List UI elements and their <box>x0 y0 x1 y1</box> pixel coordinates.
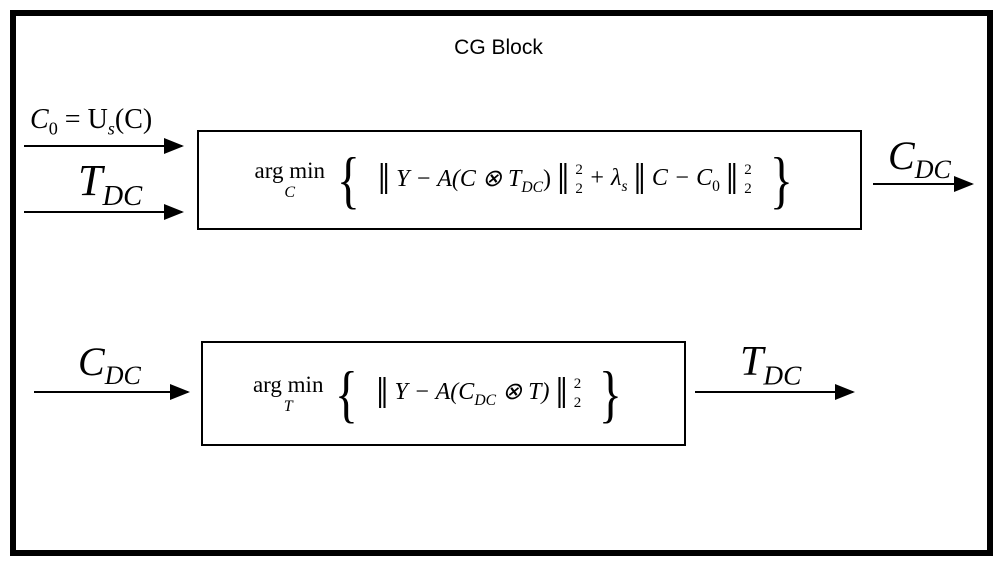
argmin-t: arg min T <box>252 371 324 415</box>
norm-bar: ‖ <box>725 155 739 204</box>
reg-weight: + λs <box>588 164 628 195</box>
norm-bar: ‖ <box>556 155 570 204</box>
left-brace: { <box>335 357 359 429</box>
label-cdc-output: CDC <box>888 133 951 184</box>
diagram-title: CG Block <box>454 36 543 59</box>
label-cdc-input: CDC <box>78 339 141 390</box>
reg-term: C − C0 <box>651 164 720 195</box>
right-brace: } <box>769 144 793 215</box>
diagram-frame <box>10 10 993 556</box>
norm-bar: ‖ <box>377 155 391 204</box>
label-tdc-output: TDC <box>740 339 802 391</box>
norm-bar: ‖ <box>376 368 389 418</box>
argmin-c: arg min C <box>254 158 325 201</box>
left-brace: { <box>336 144 360 215</box>
label-tdc-input: TDC <box>78 156 143 212</box>
norm-bar: ‖ <box>633 155 646 204</box>
data-term: Y − A(C ⊗ TDC) <box>396 165 551 196</box>
right-brace: } <box>599 357 623 429</box>
norm-bar: ‖ <box>555 368 568 418</box>
data-term: Y − A(CDC ⊗ T) <box>394 379 550 409</box>
label-c0-equals-us: C0 = Us(C) <box>30 104 153 139</box>
